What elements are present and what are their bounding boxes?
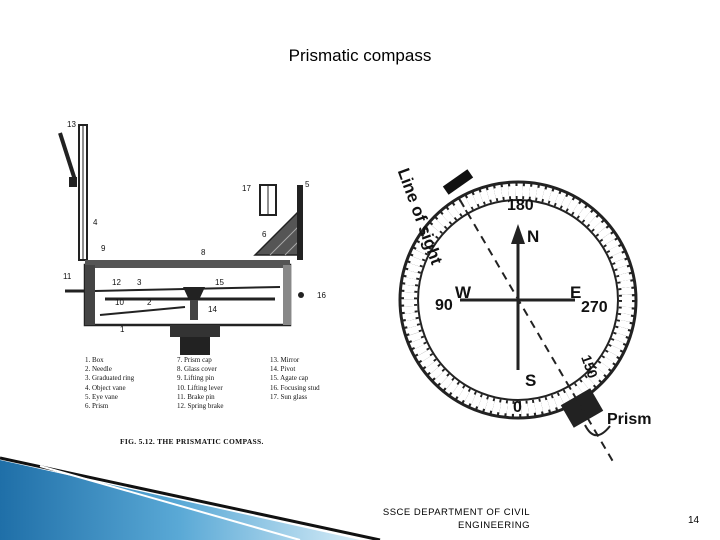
- legend-item: 9. Lifting pin: [177, 374, 215, 383]
- focusing-stud-shape: [298, 292, 304, 298]
- callout-3: 3: [137, 278, 142, 287]
- legend-item: 11. Brake pin: [177, 392, 215, 401]
- prism-label: Prism: [607, 411, 651, 428]
- legend-item: 14. Pivot: [270, 365, 296, 374]
- ring-label-0: 0: [513, 399, 522, 416]
- ring-label-150: 150: [578, 353, 601, 381]
- box-wall-right: [283, 265, 291, 325]
- legend-item: 7. Prism cap: [177, 356, 212, 364]
- box-wall-left: [85, 265, 95, 325]
- compass-section-diagram: 13 4 9 11 12 3 15 10 2 14 1 8 17 5 6 16: [58, 120, 326, 355]
- callout-9: 9: [101, 244, 106, 253]
- callout-5: 5: [305, 180, 310, 189]
- mirror-shape: [58, 132, 77, 181]
- legend-item: 17. Sun glass: [270, 392, 308, 401]
- callout-17: 17: [242, 184, 251, 193]
- legend-item: 16. Focusing stud: [270, 383, 320, 392]
- dial-inner-circle: [417, 199, 619, 401]
- callout-11: 11: [63, 272, 72, 281]
- callout-2: 2: [147, 298, 152, 307]
- slide-title: Prismatic compass: [288, 46, 432, 65]
- dial-outer-circle: [398, 180, 638, 420]
- callout-8: 8: [201, 248, 206, 257]
- eye-vane-shape: [297, 185, 303, 260]
- west-label: W: [455, 283, 472, 302]
- sight-slot: [442, 169, 474, 195]
- ring-label-90: 90: [435, 297, 453, 314]
- legend-item: 8. Glass cover: [177, 365, 217, 374]
- callout-13: 13: [67, 120, 76, 129]
- callout-16: 16: [317, 291, 326, 300]
- glass-cover-shape: [85, 260, 290, 268]
- callout-14: 14: [208, 305, 217, 314]
- legend-item: 1. Box: [85, 356, 104, 364]
- callout-12: 12: [112, 278, 121, 287]
- swoosh-line-light: [39, 465, 301, 540]
- line-of-sight-label: Line of sight: [394, 166, 447, 268]
- north-label: N: [527, 227, 539, 246]
- pivot-shape: [190, 300, 198, 320]
- legend-col-1: 1. Box 2. Needle 3. Graduated ring 4. Ob…: [85, 356, 134, 411]
- ring-label-270: 270: [581, 299, 608, 316]
- compass-dial-diagram: Line of sight 180 N W E S 90 270 0 150 P…: [394, 166, 651, 465]
- callout-1: 1: [120, 325, 125, 334]
- callout-6: 6: [262, 230, 267, 239]
- decorative-swoosh: [0, 456, 381, 540]
- legend-item: 4. Object vane: [85, 383, 126, 392]
- footer-department: SSCE DEPARTMENT OF CIVIL ENGINEERING: [380, 506, 530, 532]
- south-label: S: [525, 371, 536, 390]
- agate-cap-shape: [183, 287, 205, 300]
- legend-item: 15. Agate cap: [270, 374, 309, 383]
- swoosh-band: [0, 460, 360, 540]
- legend-col-3: 13. Mirror 14. Pivot 15. Agate cap 16. F…: [270, 356, 320, 402]
- footer-dept-line2: ENGINEERING: [457, 520, 530, 531]
- legend-item: 10. Lifting lever: [177, 383, 223, 392]
- legend-item: 12. Spring brake: [177, 402, 224, 411]
- callout-15: 15: [215, 278, 224, 287]
- legend-col-2: 7. Prism cap 8. Glass cover 9. Lifting p…: [177, 356, 223, 411]
- legend-item: 5. Eye vane: [85, 392, 118, 401]
- prism-pointer-curve: [584, 424, 611, 437]
- line-of-sight-dashes: [459, 199, 616, 465]
- north-arrow: [511, 224, 525, 244]
- east-label: E: [570, 283, 581, 302]
- lifting-lever-shape: [99, 306, 186, 316]
- legend-item: 2. Needle: [85, 365, 112, 374]
- base-stem-upper: [170, 325, 220, 337]
- legend-item: 13. Mirror: [270, 356, 300, 364]
- dial-graduations-fill: [404, 186, 632, 414]
- mirror-hinge: [69, 177, 77, 187]
- figure-caption: FIG. 5.12. THE PRISMATIC COMPASS.: [120, 437, 264, 446]
- legend-item: 3. Graduated ring: [85, 374, 135, 383]
- ring-label-180: 180: [507, 197, 534, 214]
- base-stem-lower: [180, 337, 210, 355]
- callout-10: 10: [115, 298, 124, 307]
- callout-4: 4: [93, 218, 98, 227]
- legend-item: 6. Prism: [85, 402, 109, 411]
- page-number: 14: [688, 515, 700, 526]
- footer-dept-line1: SSCE DEPARTMENT OF CIVIL: [382, 507, 530, 518]
